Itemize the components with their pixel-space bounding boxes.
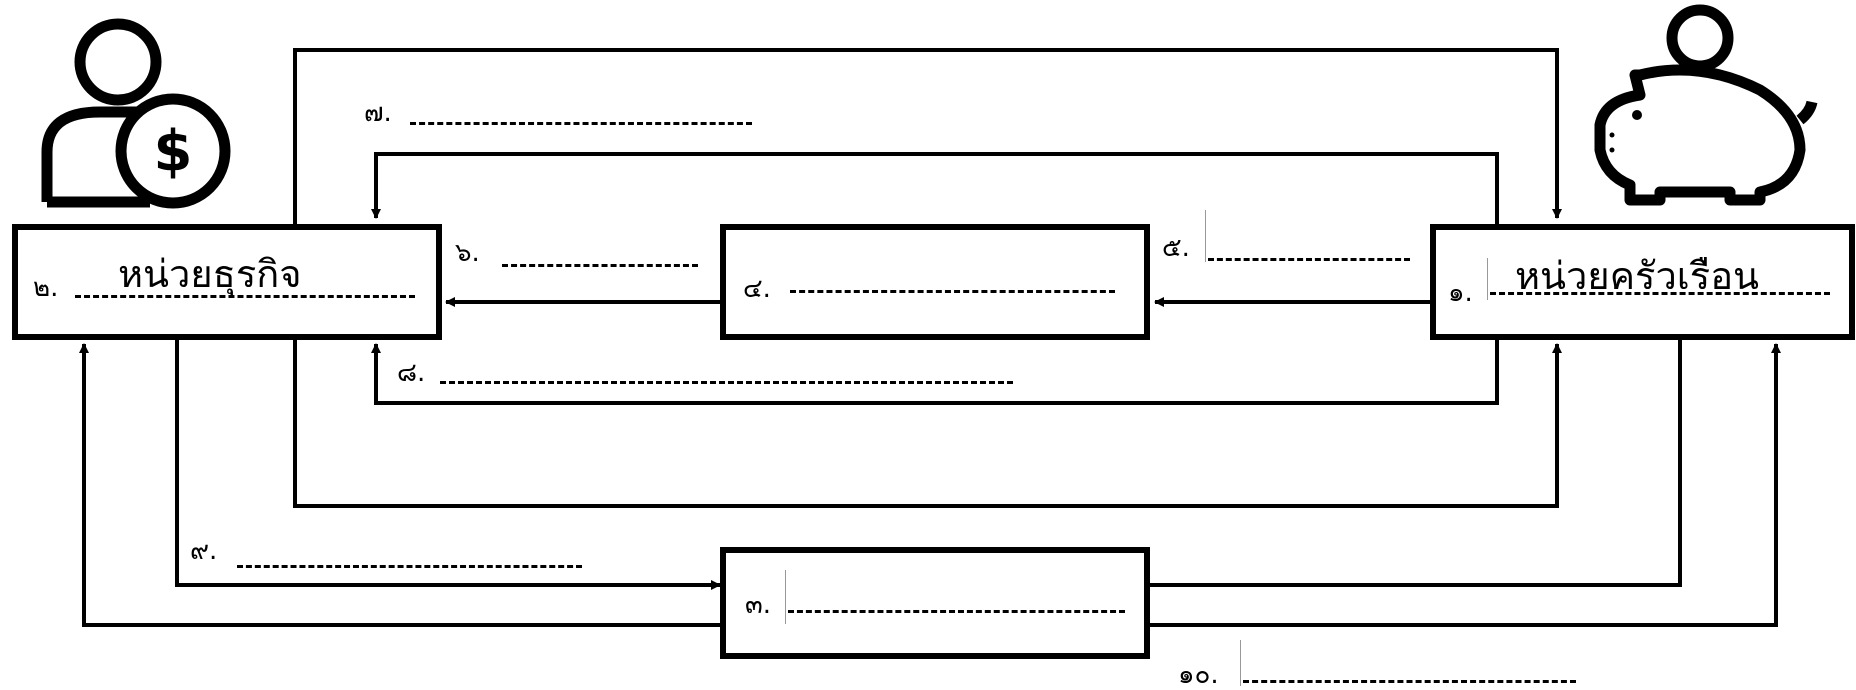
flow-line-bottom-to-business xyxy=(79,343,723,627)
business-blank[interactable] xyxy=(75,295,415,298)
bottom-box-number: ๓. xyxy=(745,590,772,620)
middle-box-number: ๔. xyxy=(743,274,771,304)
household-title: หน่วยครัวเรือน xyxy=(1515,254,1759,298)
piggy-bank-details xyxy=(1609,110,1642,153)
person-money-icon xyxy=(41,18,231,209)
flow-line-8 xyxy=(371,338,1499,405)
svg-text:$: $ xyxy=(154,119,193,184)
bottom-box-blank[interactable] xyxy=(788,610,1125,613)
flow-line-10 xyxy=(1150,343,1781,627)
middle-box-blank[interactable] xyxy=(790,290,1115,293)
flow-line-7 xyxy=(293,48,1562,226)
flow-blank-5[interactable] xyxy=(1208,258,1410,261)
flow-label-8: ๘. xyxy=(397,358,426,388)
business-title: หน่วยธุรกิจ xyxy=(118,252,302,296)
bottom-box xyxy=(720,547,1150,659)
flow-line-outer-lower xyxy=(293,338,1562,508)
flow-line-inner-top xyxy=(371,152,1499,226)
flow-blank-8[interactable] xyxy=(440,381,1013,384)
flow-line-household-to-bottom xyxy=(1150,338,1682,587)
flow-label-9: ๙. xyxy=(190,536,218,566)
flow-blank-7[interactable] xyxy=(410,122,752,125)
household-number: ๑. xyxy=(1448,278,1473,308)
household-box xyxy=(1430,224,1855,340)
flow-blank-9[interactable] xyxy=(237,565,582,568)
flow-label-10: ๑๐. xyxy=(1178,660,1219,690)
piggy-bank-icon xyxy=(1594,4,1818,206)
business-box xyxy=(12,224,442,340)
flow-blank-10[interactable] xyxy=(1243,680,1576,683)
flow-label-5: ๕. xyxy=(1162,233,1190,263)
flow-blank-6[interactable] xyxy=(502,264,698,267)
household-blank[interactable] xyxy=(1490,292,1830,295)
flow-label-7: ๗. xyxy=(364,98,392,128)
flow-line-9 xyxy=(175,338,721,590)
middle-box xyxy=(720,224,1150,340)
business-number: ๒. xyxy=(33,273,59,303)
flow-label-6: ๖. xyxy=(455,238,480,268)
